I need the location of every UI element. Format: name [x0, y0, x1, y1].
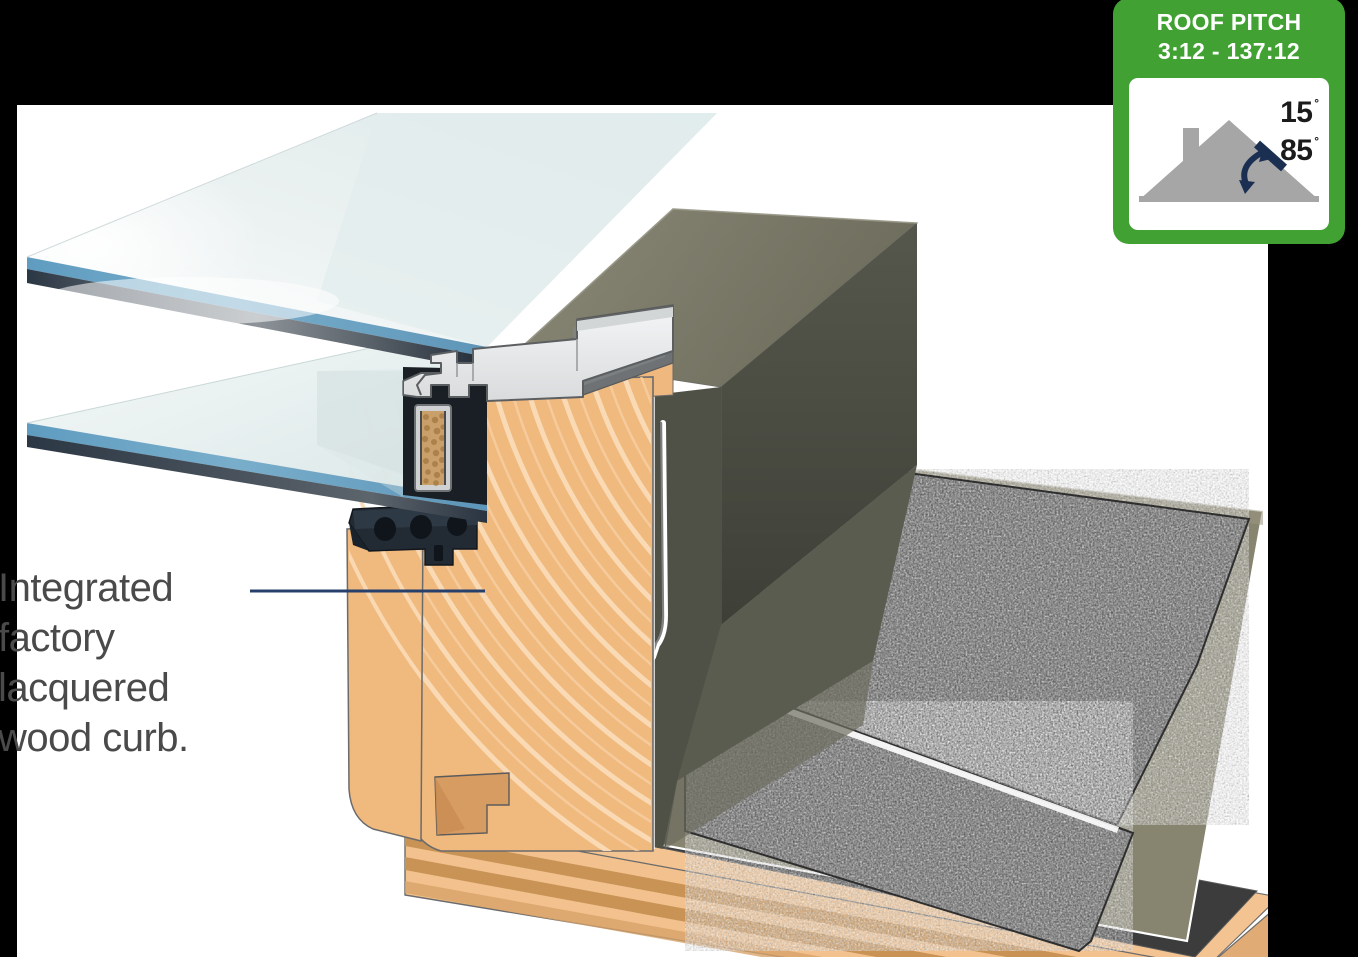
illustration-canvas	[17, 105, 1268, 957]
glass-pane-lower	[26, 328, 487, 523]
roof-pitch-diagram	[1139, 120, 1319, 202]
degree-symbol-min: ˚	[1314, 98, 1320, 115]
angle-min-value: 15	[1280, 96, 1313, 129]
roof-shape-icon	[1139, 120, 1319, 200]
aluminium-cap-profile	[402, 304, 674, 402]
roof-pitch-title: ROOF PITCH 3:12 - 137:12	[1113, 8, 1345, 66]
angle-min-label: 15˚	[1280, 92, 1319, 128]
insulated-glass-unit	[17, 112, 717, 523]
angle-max-label: 85˚	[1280, 130, 1319, 166]
roof-pitch-title-line2: 3:12 - 137:12	[1158, 38, 1300, 64]
roof-pitch-diagram-panel: 15˚ 85˚	[1129, 78, 1329, 230]
callout-text: Integrated factory lacquered wood curb.	[0, 566, 189, 760]
glazing-cavity	[317, 369, 403, 497]
arrow-head-upper	[1259, 148, 1275, 162]
roof-pitch-badge: ROOF PITCH 3:12 - 137:12	[1113, 0, 1345, 244]
glass-pane-upper	[17, 112, 717, 371]
desiccant-spacer-bar	[317, 367, 487, 505]
arrow-head-lower	[1239, 180, 1255, 194]
angle-max-value: 85	[1280, 134, 1313, 167]
skylight-cutaway-drawing	[17, 112, 1268, 957]
degree-symbol-max: ˚	[1314, 136, 1320, 153]
roof-pitch-title-line1: ROOF PITCH	[1156, 9, 1302, 35]
